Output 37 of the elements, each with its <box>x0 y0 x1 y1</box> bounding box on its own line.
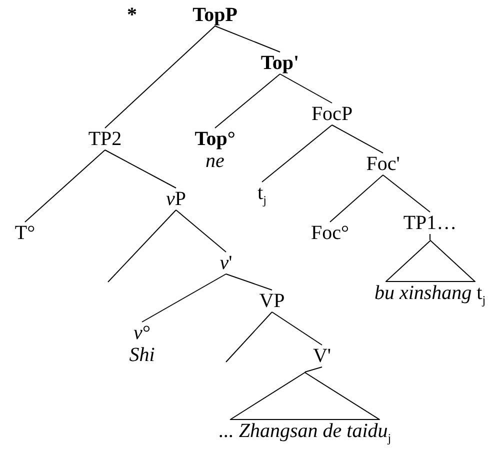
phrase-label: TopP <box>192 4 238 26</box>
bar-level-label: Foc' <box>366 153 400 175</box>
phrase-text: bu xinshang t$_{j}$ <box>374 282 486 309</box>
word-label: Shi <box>129 344 155 366</box>
word-label: ne <box>204 150 226 172</box>
branch-line <box>108 210 176 282</box>
bar-level-label: Top' <box>260 52 300 74</box>
phrase-label: vP <box>166 188 186 210</box>
head-label: Foc° <box>311 222 349 244</box>
branch-line <box>272 312 322 346</box>
head-label: Top° <box>194 128 236 150</box>
trace-label: t$_{j}$ <box>258 182 266 211</box>
branch-line <box>104 150 176 188</box>
phrase-text: ... Zhangsan de taidu$_{j}$ <box>218 420 392 447</box>
phrase-label: TP2 <box>88 128 122 150</box>
branch-line <box>382 174 430 212</box>
phrase-label: TP1… <box>403 212 457 234</box>
head-label: T° <box>14 222 36 244</box>
branch-line <box>176 210 226 252</box>
branch-line <box>330 174 384 222</box>
branch-line <box>214 26 280 52</box>
branch-line <box>304 366 322 372</box>
branch-line <box>332 124 384 154</box>
bar-level-label: v' <box>220 252 232 274</box>
branch-line <box>104 26 216 128</box>
branch-line <box>226 274 272 290</box>
phrase-label: FocP <box>311 103 353 125</box>
branch-line <box>142 274 226 322</box>
branch-line <box>24 150 106 222</box>
branch-line <box>262 124 332 182</box>
head-label: v° <box>132 322 152 344</box>
phrase-label: VP <box>259 290 285 312</box>
asterisk-mark: * <box>127 4 137 26</box>
branch-line <box>280 74 332 104</box>
branch-line <box>226 312 272 362</box>
bar-level-label: V' <box>312 345 332 367</box>
branch-line <box>214 74 280 128</box>
